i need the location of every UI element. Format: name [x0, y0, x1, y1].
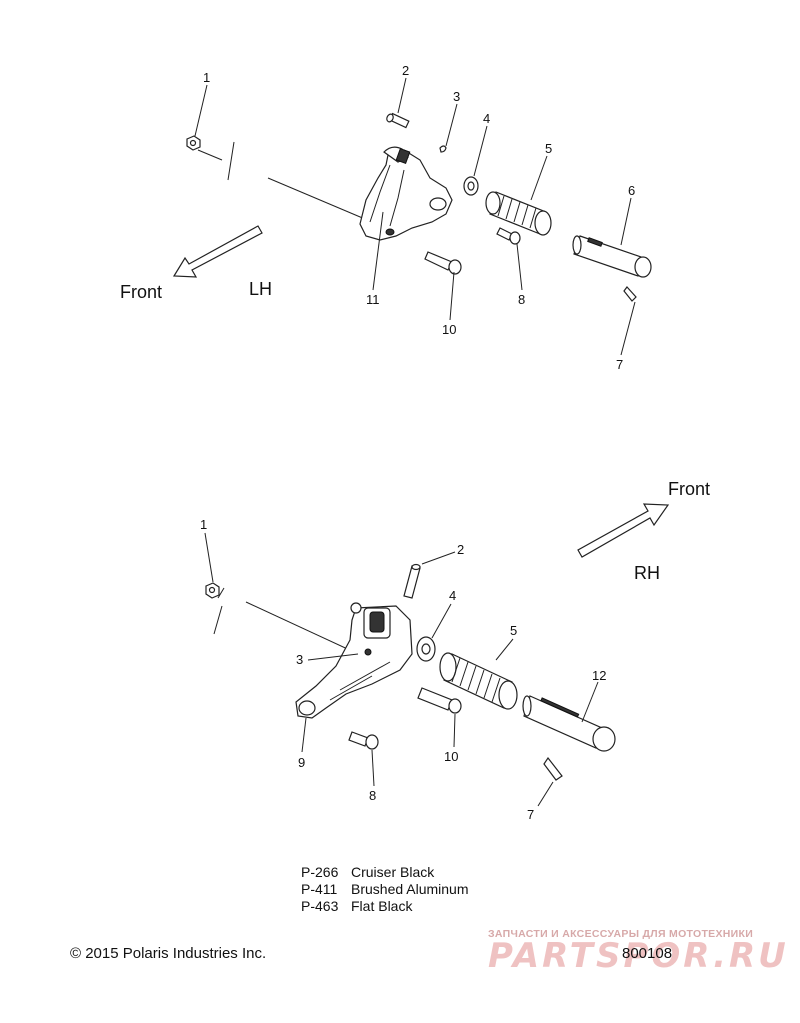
legend-code: P-411 [301, 881, 338, 897]
rh-front-arrow [577, 503, 670, 558]
lh-front-label: Front [120, 282, 162, 302]
lh-footpeg-rubber [485, 191, 552, 236]
rh-callout-1: 1 [200, 517, 207, 532]
rh-pin [403, 563, 421, 599]
rh-callout-8: 8 [369, 788, 376, 803]
rh-side-label: RH [634, 563, 660, 583]
lh-pivot-pin [572, 235, 652, 278]
rh-callout-3: 3 [296, 652, 303, 667]
watermark: ЗАПЧАСТИ И АКСЕССУАРЫ ДЛЯ МОТОТЕХНИКИ PA… [488, 928, 788, 976]
lh-side-label: LH [249, 279, 272, 299]
rh-callout-5: 5 [510, 623, 517, 638]
rh-long-bolt [417, 687, 462, 714]
legend-label: Brushed Aluminum [351, 881, 469, 897]
lh-pin [386, 112, 410, 129]
lh-callout-8: 8 [518, 292, 525, 307]
lh-nut-hole [189, 139, 197, 147]
watermark-tagline: ЗАПЧАСТИ И АКСЕССУАРЫ ДЛЯ МОТОТЕХНИКИ [488, 928, 754, 940]
lh-front-arrow [172, 225, 263, 278]
lh-break-mark [227, 141, 235, 181]
legend-code: P-266 [301, 864, 339, 880]
rh-callout-10: 10 [444, 749, 458, 764]
rh-short-bolt [348, 731, 379, 750]
rh-break-mark [213, 605, 223, 635]
rh-callout-12: 12 [592, 668, 606, 683]
lh-callout-10: 10 [442, 322, 456, 337]
rh-footpeg-bracket [295, 602, 413, 719]
lh-cotter-pin [623, 286, 637, 302]
lh-centerline [267, 177, 373, 223]
rh-cotter-pin [543, 756, 563, 781]
rh-callout-7: 7 [527, 807, 534, 822]
lh-callout-2: 2 [402, 63, 409, 78]
rh-callout-9: 9 [298, 755, 305, 770]
lh-callout-11: 11 [366, 292, 380, 307]
rh-assembly: 1 2 3 4 5 7 8 9 10 12 Front RH [200, 479, 710, 822]
lh-callout-6: 6 [628, 183, 635, 198]
watermark-logo: PARTSPOR.RU [488, 936, 789, 976]
legend-row: P-411 Brushed Aluminum [301, 881, 469, 898]
paint-code-legend: P-266 Cruiser Black P-411 Brushed Alumin… [301, 864, 469, 915]
rh-centerline [245, 601, 355, 653]
copyright-notice: © 2015 Polaris Industries Inc. [70, 945, 267, 962]
legend-label: Cruiser Black [351, 864, 435, 880]
rh-callout-4: 4 [449, 588, 456, 603]
lh-long-bolt [424, 251, 462, 275]
legend-row: P-463 Flat Black [301, 898, 469, 915]
lh-footpeg-bracket [359, 146, 453, 241]
lh-assembly: 1 2 3 4 5 6 7 8 10 11 Front LH [120, 63, 652, 372]
rh-callout-2: 2 [457, 542, 464, 557]
lh-centerline-left [197, 149, 223, 161]
rh-pivot-pin [522, 695, 616, 752]
legend-row: P-266 Cruiser Black [301, 864, 469, 881]
rh-footpeg-rubber [439, 652, 518, 710]
lh-clip [439, 145, 447, 153]
rh-front-label: Front [668, 479, 710, 499]
lh-callout-1: 1 [203, 70, 210, 85]
lh-callout-3: 3 [453, 89, 460, 104]
lh-callout-4: 4 [483, 111, 490, 126]
legend-label: Flat Black [351, 898, 413, 914]
legend-code: P-463 [301, 898, 339, 914]
lh-callout-7: 7 [616, 357, 623, 372]
lh-short-bolt [496, 227, 521, 245]
drawing-number: 800108 [622, 945, 673, 962]
lh-callout-5: 5 [545, 141, 552, 156]
